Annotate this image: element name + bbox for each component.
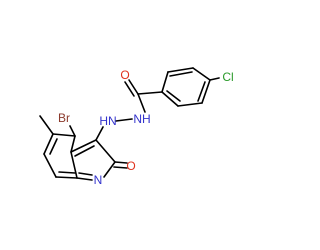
bond-carbonyl-nh [137, 93, 146, 113]
atom-labels: Br O N HN NH O Cl [58, 68, 234, 187]
bond-c-cl [209, 77, 220, 81]
bond-c2-o-double [113, 166, 128, 169]
bond-carbonyl-o-double [124, 81, 135, 97]
bond-c5-c6 [43, 133, 54, 155]
bond-ring-left [161, 71, 169, 93]
bond-ring-lower-left [161, 91, 179, 107]
bond-c5-c6-inner [49, 138, 58, 155]
molecule-structure: Br O N HN NH O Cl [39, 67, 234, 187]
bond-c7-c7a-inner [58, 171, 76, 174]
bond-c6-c7 [43, 153, 57, 178]
bond-c3a-c3-inner [74, 145, 95, 157]
atom-label-nh-2: NH [133, 112, 150, 126]
bond-ring-right-inner [197, 81, 206, 102]
bond-nh-c3 [95, 126, 104, 141]
atom-label-cl: Cl [222, 70, 233, 84]
bond-carbonyl-o [128, 79, 139, 95]
bond-c3a-c3 [70, 139, 97, 153]
bond-c3-c2 [95, 139, 116, 163]
bond-n-c7a-double [78, 172, 93, 176]
bond-c7-c7a [55, 176, 78, 179]
bond-c2-o [114, 161, 128, 164]
atom-label-o-amide: O [120, 68, 129, 82]
atom-label-br: Br [58, 111, 70, 125]
bonds [39, 67, 220, 181]
atom-label-n-ring: N [94, 173, 103, 187]
bond-c3a-c4 [70, 135, 76, 153]
bond-ring-carbonyl [137, 91, 163, 95]
bond-ring-lower-right [177, 102, 203, 107]
bond-c5-methyl [39, 115, 54, 135]
bond-c2-n [103, 161, 116, 178]
bond-ring-top-inner [169, 71, 193, 77]
bond-ring-right [201, 79, 211, 104]
bond-c7a-c3a [70, 151, 78, 179]
bond-ring-upper-right [192, 67, 211, 81]
bond-nh-nh [115, 118, 133, 122]
bond-n-c7a [76, 177, 93, 181]
bond-c4-br [69, 125, 76, 137]
bond-ring-lower-left-inner [166, 90, 181, 102]
bond-ring-top [167, 67, 194, 73]
atom-label-o-ketone: O [126, 159, 135, 173]
atom-label-nh-1: HN [99, 114, 116, 128]
bond-c4-c5 [52, 133, 76, 137]
